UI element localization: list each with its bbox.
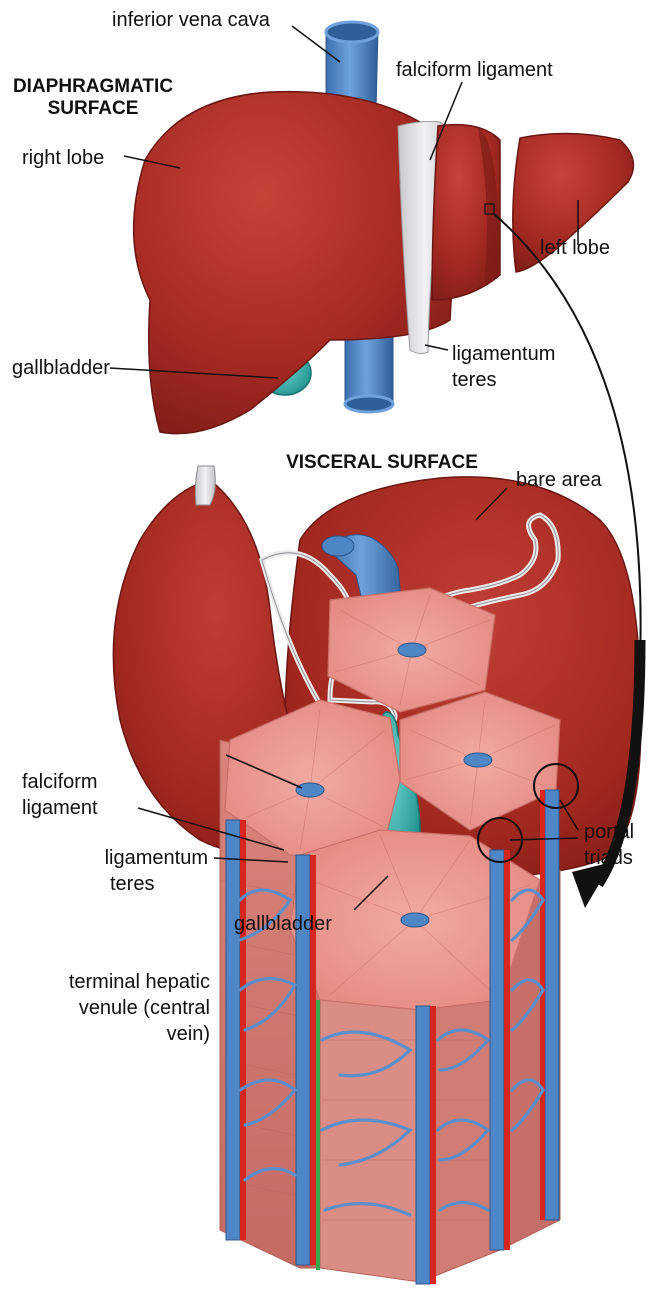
label-central-vein-line3: vein) (10, 1022, 210, 1046)
label-ligamentum-teres-top-1: ligamentum (452, 342, 555, 366)
label-central-vein-line2: venule (central (10, 996, 210, 1020)
central-vein (296, 783, 324, 797)
label-falciform-ligament-bottom-1: falciform (22, 770, 98, 794)
visceral-surface-title: VISCERAL SURFACE (252, 452, 512, 474)
label-portal-triads-line2: triads (584, 846, 633, 870)
label-falciform-ligament-bottom-2: ligament (22, 796, 98, 820)
visceral-ligament-tab (195, 466, 215, 505)
label-gallbladder-top: gallbladder (12, 356, 110, 380)
label-right-lobe: right lobe (22, 146, 104, 170)
label-ligamentum-teres-bottom-1: ligamentum (52, 846, 208, 870)
diaphragmatic-surface-title-line1: DIAPHRAGMATIC (8, 76, 178, 98)
label-central-vein-line1: terminal hepatic (10, 970, 210, 994)
label-gallbladder-bottom: gallbladder (234, 912, 332, 936)
label-falciform-ligament-top: falciform ligament (396, 58, 553, 82)
label-bare-area: bare area (516, 468, 602, 492)
label-ligamentum-teres-top-2: teres (452, 368, 496, 392)
label-portal-triads-line1: portal (584, 820, 634, 844)
label-left-lobe: left lobe (540, 236, 610, 260)
label-inferior-vena-cava: inferior vena cava (112, 8, 270, 32)
diaphragmatic-surface-title-line2: SURFACE (8, 98, 178, 120)
label-ligamentum-teres-bottom-2: teres (110, 872, 154, 896)
central-vein (401, 913, 429, 927)
central-vein (464, 753, 492, 767)
central-vein (398, 643, 426, 657)
